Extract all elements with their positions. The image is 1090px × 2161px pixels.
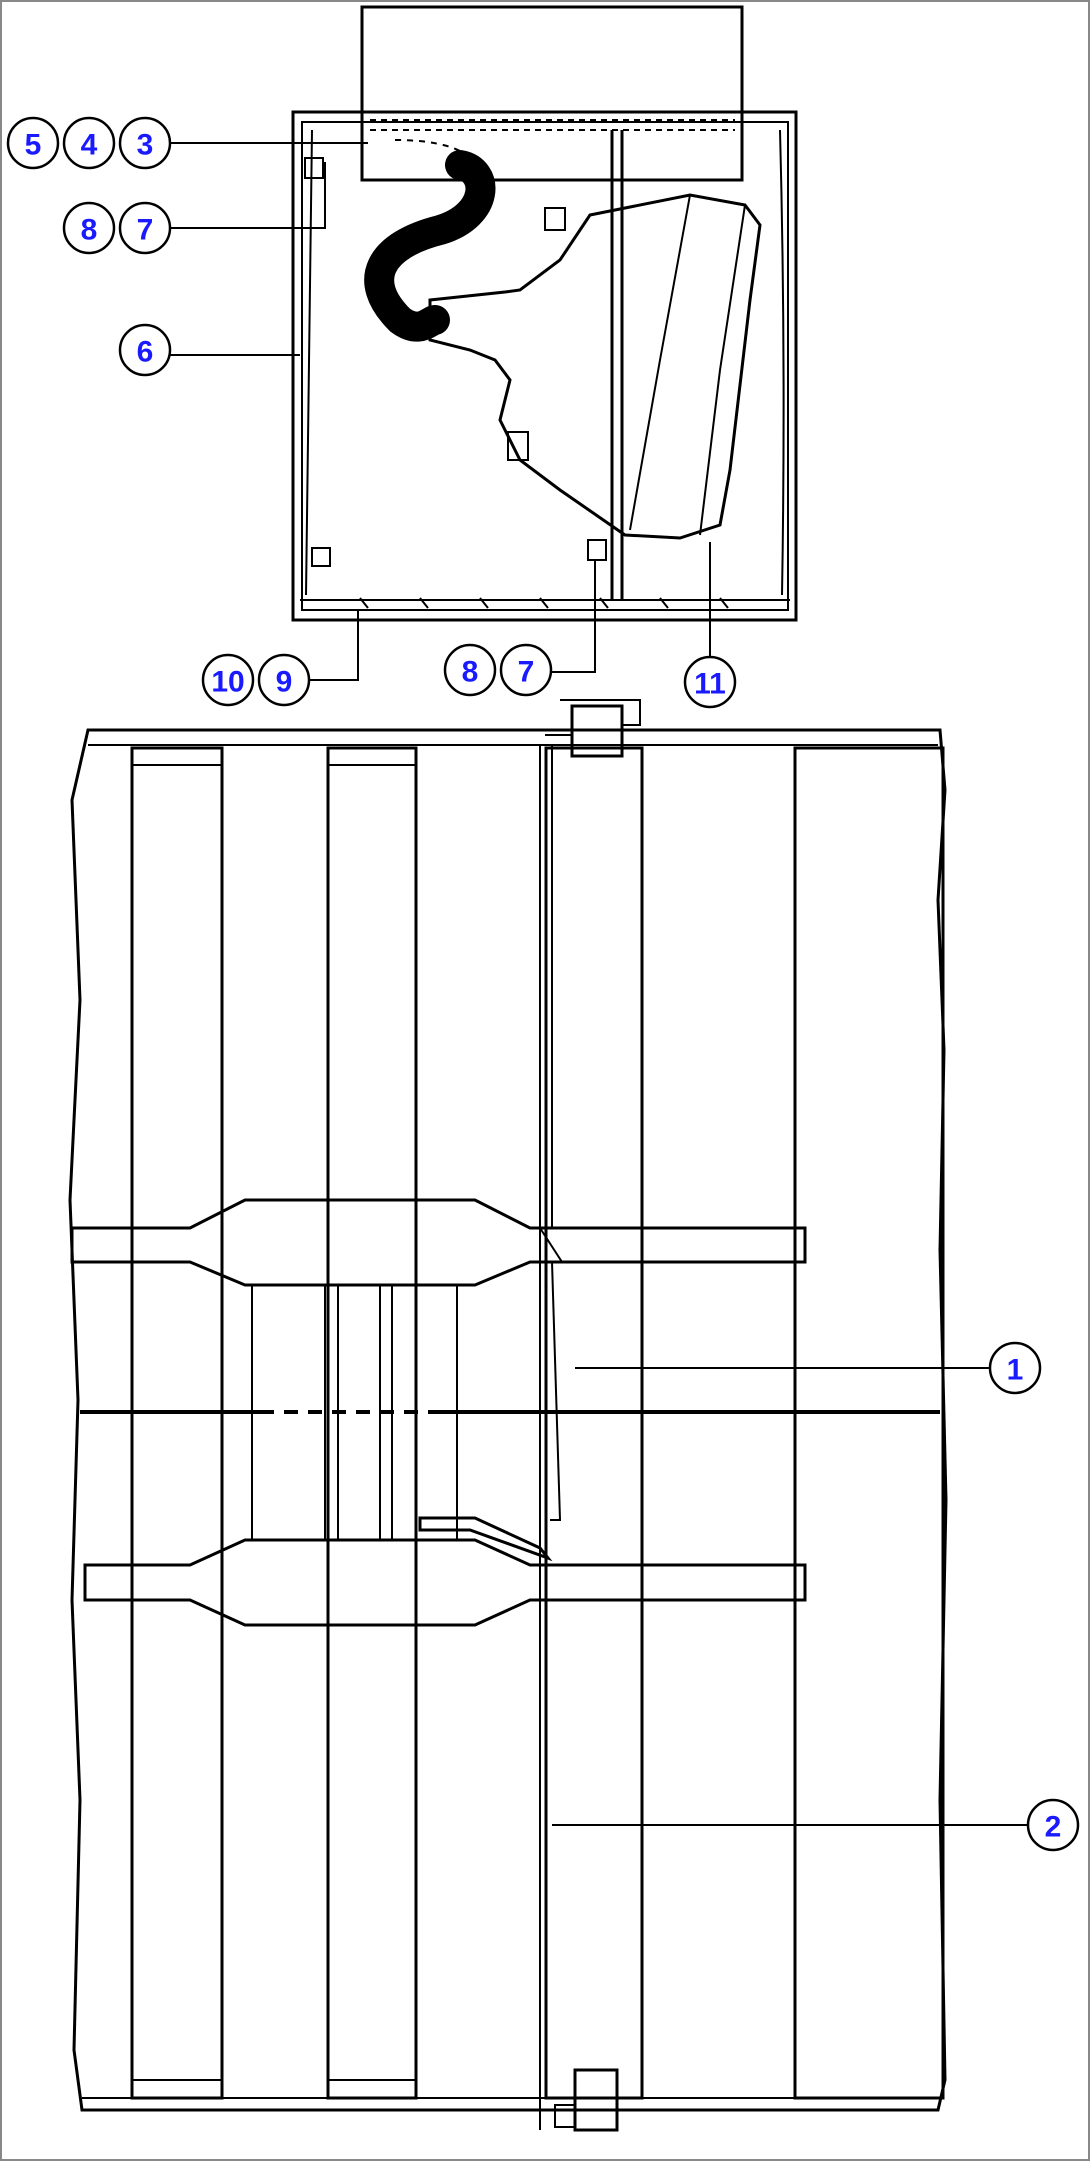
callout-7-lower: 7	[499, 643, 553, 697]
svg-text:8: 8	[81, 214, 98, 247]
wire-harness	[539, 745, 563, 2130]
callout-8-upper: 8	[62, 201, 116, 255]
callout-6: 6	[118, 323, 172, 377]
leader-lines	[168, 142, 1028, 1826]
callout-8-lower: 8	[443, 643, 497, 697]
frame-outline	[68, 728, 948, 2112]
fastener-lamp-top	[544, 207, 566, 231]
panel-mid	[544, 746, 644, 2100]
hose	[364, 150, 496, 342]
light-housing-detail	[291, 5, 798, 622]
plate-fold-marks	[359, 597, 729, 609]
lamp-lens	[629, 194, 746, 536]
panel-left	[130, 746, 224, 2100]
svg-text:9: 9	[276, 666, 293, 699]
svg-text:2: 2	[1045, 1811, 1062, 1844]
fastener-bottom-left	[311, 547, 331, 567]
callout-1: 1	[988, 1341, 1042, 1395]
callout-11: 11	[683, 655, 737, 709]
panel-mid-left	[326, 746, 418, 2100]
callout-3: 3	[118, 116, 172, 170]
svg-text:5: 5	[25, 129, 42, 162]
mounting-plate	[291, 110, 798, 622]
fastener-lamp-left	[507, 431, 529, 461]
top-box-dashes	[370, 119, 735, 131]
svg-text:7: 7	[518, 656, 535, 689]
wire-clip	[418, 1516, 553, 1562]
top-connector-leads	[545, 699, 641, 736]
svg-text:3: 3	[137, 129, 154, 162]
callout-9: 9	[257, 653, 311, 707]
callout-10: 10	[201, 653, 255, 707]
callout-2: 2	[1026, 1798, 1080, 1852]
plate-edge	[300, 129, 790, 601]
svg-text:1: 1	[1007, 1354, 1024, 1387]
fastener-bottom-mid	[587, 539, 607, 561]
bottom-connector-tab	[554, 2104, 576, 2128]
bottom-connector	[573, 2068, 619, 2132]
callout-5: 5	[6, 116, 60, 170]
top-box	[360, 5, 744, 182]
hose-fitting	[394, 139, 480, 191]
callout-4: 4	[62, 116, 116, 170]
svg-text:6: 6	[137, 336, 154, 369]
lamp-body	[428, 193, 762, 540]
svg-text:11: 11	[694, 668, 726, 701]
svg-text:8: 8	[462, 656, 479, 689]
center-opening	[251, 1284, 458, 1541]
panel-tabs	[132, 764, 416, 2081]
upper-cross-member	[70, 1198, 807, 1287]
panel-right	[793, 746, 945, 2100]
svg-text:10: 10	[211, 666, 244, 699]
callout-7-upper: 7	[118, 201, 172, 255]
svg-text:7: 7	[137, 214, 154, 247]
mounting-plate-inner	[301, 121, 789, 611]
svg-text:4: 4	[81, 129, 98, 162]
top-connector	[570, 704, 624, 758]
lower-frame	[68, 699, 948, 2132]
lamp-bracket	[610, 130, 624, 600]
fastener-top-left	[304, 157, 324, 179]
lower-cross-member	[83, 1538, 807, 1627]
